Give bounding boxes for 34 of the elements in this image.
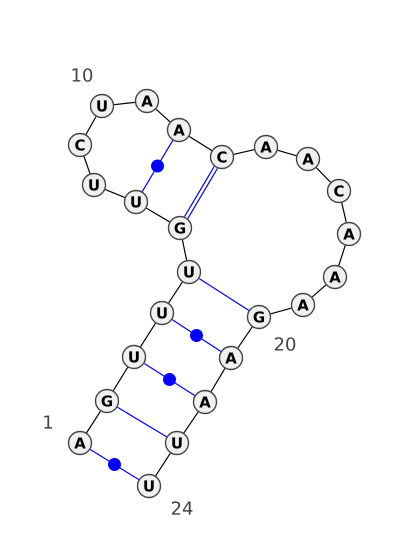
backbone-line (183, 412, 199, 434)
backbone-line (140, 322, 156, 348)
base-pair-line (184, 166, 218, 219)
backbone-line (182, 240, 188, 260)
backbone-line (105, 189, 125, 198)
backbone-line (270, 308, 292, 314)
backbone-line (316, 167, 331, 183)
base-pair-line (198, 278, 250, 311)
backbone-line (112, 367, 128, 391)
backbone-line (146, 208, 170, 222)
position-number: 24 (172, 501, 192, 515)
position-number: 20 (274, 337, 296, 351)
base-pair-line (142, 140, 174, 192)
backbone-line (114, 102, 135, 106)
backbone-line (237, 326, 253, 348)
backbone-line (85, 116, 97, 135)
backbone-line (83, 156, 91, 174)
backbone-line (168, 282, 183, 304)
base-pair-line (144, 363, 196, 396)
backbone-line (155, 452, 171, 476)
backbone-line (338, 245, 346, 266)
backbone-line (234, 149, 254, 155)
base-pair-line (90, 448, 139, 480)
backbone-line (189, 136, 212, 152)
backbone-line (156, 108, 170, 122)
backbone-line (278, 150, 296, 156)
backbone-line (341, 202, 347, 222)
base-pair-line (117, 406, 167, 438)
position-number: 10 (72, 68, 92, 82)
position-number: 1 (44, 415, 52, 429)
backbone-line (312, 284, 326, 298)
base-pair-line (172, 319, 222, 352)
backbone-line (210, 368, 226, 392)
backbone-line (86, 410, 101, 434)
